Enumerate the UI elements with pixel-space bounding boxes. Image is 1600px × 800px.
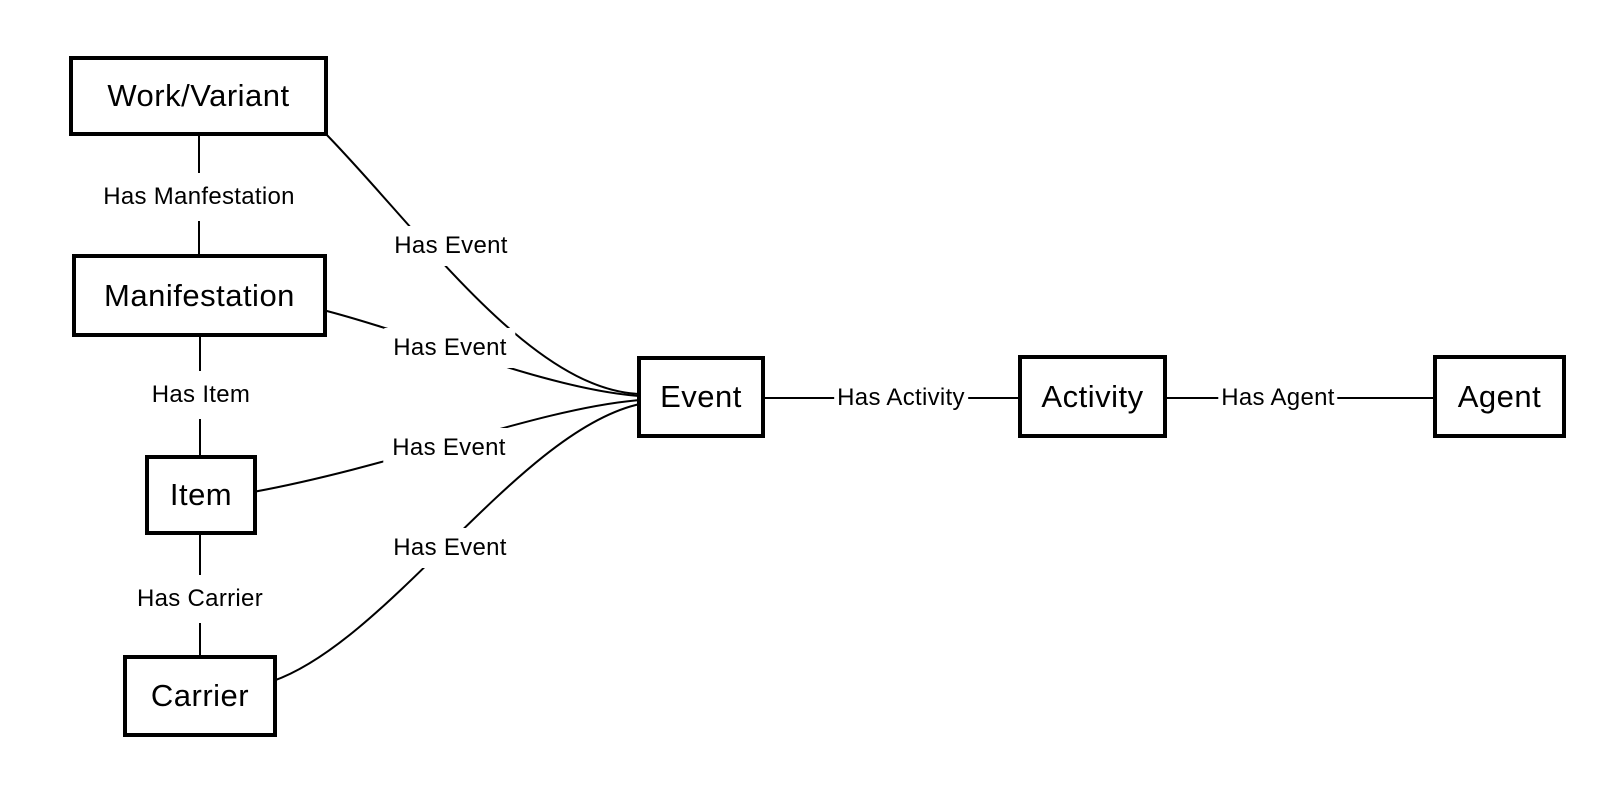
node-item-label: Item	[169, 477, 233, 512]
node-activity: Activity	[1018, 355, 1167, 438]
node-carrier-label: Carrier	[150, 678, 250, 713]
node-agent-label: Agent	[1457, 378, 1542, 414]
edge-label-has-event-1: Has Event	[385, 226, 517, 266]
node-event-label: Event	[660, 379, 742, 414]
node-manifestation-label: Manifestation	[104, 277, 295, 313]
edge-label-has-item: Has Item	[145, 371, 257, 419]
edge-label-has-carrier: Has Carrier	[131, 575, 269, 623]
node-work-variant-label: Work/Variant	[107, 78, 290, 113]
edge-label-has-event-2: Has Event	[384, 328, 516, 368]
edge-label-has-manfestation: Has Manfestation	[97, 173, 301, 221]
node-item: Item	[145, 455, 257, 535]
node-activity-label: Activity	[1041, 378, 1144, 414]
node-manifestation: Manifestation	[72, 254, 327, 337]
edge-label-has-event-3: Has Event	[383, 428, 515, 468]
node-agent: Agent	[1433, 355, 1566, 438]
node-event: Event	[637, 356, 765, 438]
edge-label-has-agent: Has Agent	[1218, 380, 1338, 416]
edge-label-has-event-4: Has Event	[384, 528, 516, 568]
edge-workvariant-event-curve	[323, 131, 641, 395]
edge-label-has-activity: Has Activity	[834, 380, 968, 416]
node-work-variant: Work/Variant	[69, 56, 328, 136]
node-carrier: Carrier	[123, 655, 277, 737]
